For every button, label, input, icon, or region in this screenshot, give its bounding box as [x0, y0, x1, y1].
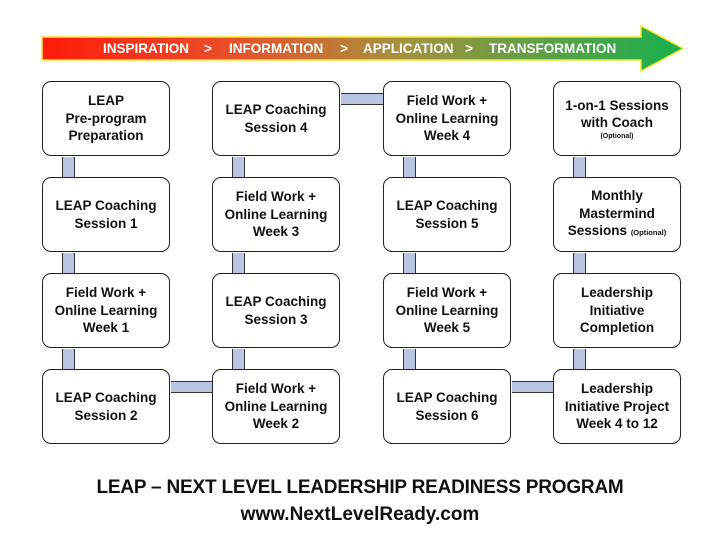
- step-monthly-mastermind: Monthly Mastermind Sessions (Optional): [553, 177, 681, 252]
- step-line: Leadership: [580, 285, 654, 301]
- step-line: LEAP Coaching: [396, 198, 498, 213]
- step-line: Field Work +: [406, 93, 488, 109]
- connector-vertical: [403, 349, 416, 369]
- optional-note: (Optional): [630, 228, 667, 238]
- step-line: with Coach: [580, 115, 653, 130]
- stage-inspiration: INSPIRATION: [103, 41, 190, 56]
- stage-information: INFORMATION: [229, 41, 324, 56]
- step-line: Week 1: [82, 320, 130, 336]
- step-line: Preparation: [68, 128, 144, 144]
- connector-vertical: [403, 157, 416, 177]
- step-field-work-week-5: Field Work + Online Learning Week 5: [383, 273, 511, 348]
- step-one-on-one-sessions: 1-on-1 Sessions with Coach (Optional): [553, 81, 681, 156]
- step-line: Session 2: [74, 407, 138, 423]
- step-line: Initiative: [589, 302, 645, 318]
- step-line: LEAP: [87, 93, 124, 109]
- optional-note: (Optional): [600, 132, 634, 140]
- step-line: Completion: [579, 320, 655, 336]
- connector-horizontal: [512, 381, 554, 393]
- step-line: Session 5: [415, 215, 479, 231]
- step-line: LEAP Coaching: [55, 198, 157, 213]
- step-coaching-session-1: LEAP Coaching Session 1: [42, 177, 170, 252]
- step-line: Session 3: [244, 311, 308, 327]
- step-line: Session 1: [74, 215, 138, 231]
- stage-separator: >: [465, 41, 473, 56]
- connector-horizontal: [171, 381, 213, 393]
- stage-application: APPLICATION: [363, 41, 454, 56]
- step-line: Week 5: [423, 320, 471, 336]
- step-line: Week 4 to 12: [576, 416, 658, 432]
- step-coaching-session-5: LEAP Coaching Session 5: [383, 177, 511, 252]
- connector-horizontal: [341, 93, 384, 105]
- program-title: LEAP – NEXT LEVEL LEADERSHIP READINESS P…: [96, 477, 624, 498]
- step-line: Field Work +: [235, 189, 317, 205]
- step-coaching-session-4: LEAP Coaching Session 4: [212, 81, 340, 156]
- step-line: Week 2: [252, 416, 300, 432]
- stage-separator: >: [340, 41, 348, 56]
- step-line: LEAP Coaching: [225, 102, 327, 117]
- step-line: 1-on-1 Sessions: [565, 97, 669, 113]
- step-line: Field Work +: [406, 285, 488, 301]
- step-line-text: Sessions: [567, 223, 628, 239]
- step-line: Session 6: [415, 407, 479, 423]
- stage-separator: >: [204, 41, 212, 56]
- step-line: Week 4: [423, 128, 471, 144]
- progress-arrow-banner: [41, 24, 685, 73]
- step-coaching-session-2: LEAP Coaching Session 2: [42, 369, 170, 444]
- step-line: Field Work +: [65, 285, 147, 301]
- step-line: Online Learning: [224, 206, 328, 222]
- step-line: Monthly: [591, 188, 643, 204]
- step-line: Pre-program: [65, 110, 147, 126]
- connector-vertical: [232, 253, 245, 273]
- step-field-work-week-3: Field Work + Online Learning Week 3: [212, 177, 340, 252]
- step-line: Field Work +: [235, 381, 317, 397]
- step-line: Initiative Project: [564, 398, 670, 414]
- connector-vertical: [573, 253, 586, 273]
- connector-vertical: [232, 157, 245, 177]
- step-line: Sessions (Optional): [568, 222, 666, 242]
- step-leadership-initiative-project: Leadership Initiative Project Week 4 to …: [553, 369, 681, 444]
- step-line: Online Learning: [395, 302, 499, 318]
- connector-vertical: [232, 349, 245, 369]
- website-url: www.NextLevelReady.com: [240, 504, 480, 525]
- step-line: Session 4: [244, 119, 308, 135]
- step-line: LEAP Coaching: [225, 294, 327, 309]
- step-coaching-session-3: LEAP Coaching Session 3: [212, 273, 340, 348]
- step-pre-program-preparation: LEAP Pre-program Preparation: [42, 81, 170, 156]
- step-line: Online Learning: [224, 398, 328, 414]
- step-line: Online Learning: [395, 110, 499, 126]
- step-field-work-week-1: Field Work + Online Learning Week 1: [42, 273, 170, 348]
- connector-vertical: [403, 253, 416, 273]
- stage-transformation: TRANSFORMATION: [489, 41, 617, 56]
- step-line: Leadership: [580, 381, 654, 397]
- step-line: Week 3: [252, 224, 300, 240]
- step-field-work-week-2: Field Work + Online Learning Week 2: [212, 369, 340, 444]
- step-leadership-initiative-completion: Leadership Initiative Completion: [553, 273, 681, 348]
- connector-vertical: [62, 253, 75, 273]
- connector-vertical: [62, 349, 75, 369]
- step-coaching-session-6: LEAP Coaching Session 6: [383, 369, 511, 444]
- step-line: LEAP Coaching: [396, 390, 498, 405]
- step-line: LEAP Coaching: [55, 390, 157, 405]
- connector-vertical: [62, 157, 75, 177]
- step-field-work-week-4: Field Work + Online Learning Week 4: [383, 81, 511, 156]
- step-line: Online Learning: [54, 302, 158, 318]
- step-line: Mastermind: [579, 205, 655, 221]
- connector-vertical: [573, 157, 586, 177]
- connector-vertical: [573, 349, 586, 369]
